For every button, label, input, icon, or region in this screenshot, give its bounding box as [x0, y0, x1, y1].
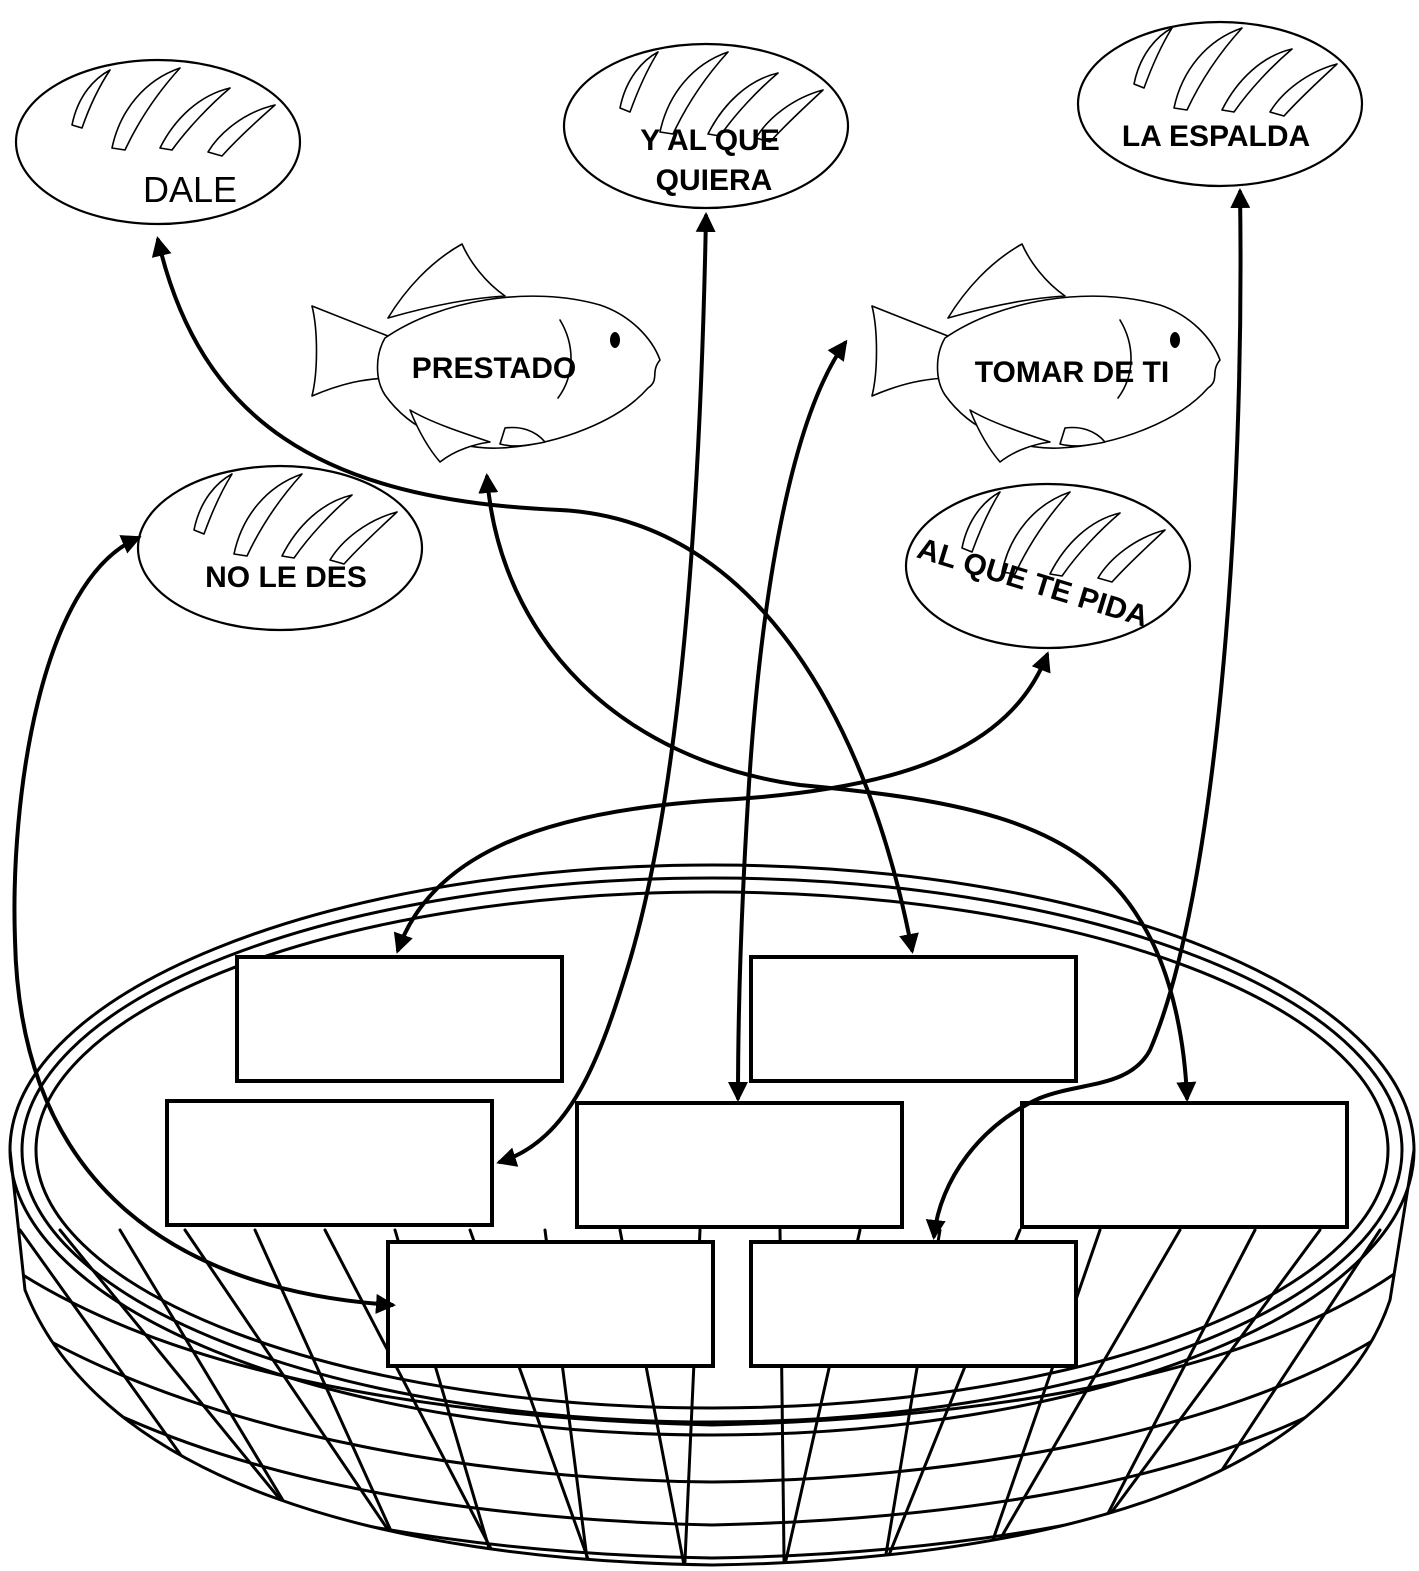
bread-la-espalda: LA ESPALDA: [1076, 20, 1364, 188]
answer-box-1[interactable]: [235, 955, 564, 1083]
fish-tomar-de-ti: TOMAR DE TI: [871, 243, 1221, 463]
bread-y-al-que-quiera: Y AL QUE QUIERA: [562, 42, 850, 210]
basket-slat: [980, 1228, 1182, 1565]
answer-box-5[interactable]: [1020, 1101, 1349, 1229]
piece-label: NO LE DES: [205, 561, 367, 594]
piece-label-line-1: Y AL QUE: [640, 124, 779, 157]
arrow-no-le-des: [12, 535, 396, 1314]
piece-label: DALE: [143, 169, 237, 210]
bread-al-que-te-pida: AL QUE TE PIDA: [904, 482, 1192, 650]
piece-label: PRESTADO: [412, 352, 576, 385]
arrow-al-que-te-pida: [393, 651, 1051, 954]
answer-box-3[interactable]: [165, 1099, 494, 1227]
piece-label: TOMAR DE TI: [975, 356, 1169, 389]
bread-no-le-des: NO LE DES: [136, 464, 424, 632]
fish-prestado: PRESTADO: [311, 243, 661, 463]
answer-box-2[interactable]: [749, 955, 1078, 1083]
connector-arrows: [12, 188, 1251, 1314]
bread-dale: DALE: [14, 58, 302, 226]
basket-slat: [981, 1228, 1102, 1565]
answer-box-7[interactable]: [749, 1240, 1078, 1368]
piece-label-line-2: QUIERA: [656, 164, 773, 197]
piece-label: LA ESPALDA: [1122, 120, 1310, 153]
answer-box-4[interactable]: [575, 1101, 904, 1229]
answer-box-6[interactable]: [386, 1240, 715, 1368]
